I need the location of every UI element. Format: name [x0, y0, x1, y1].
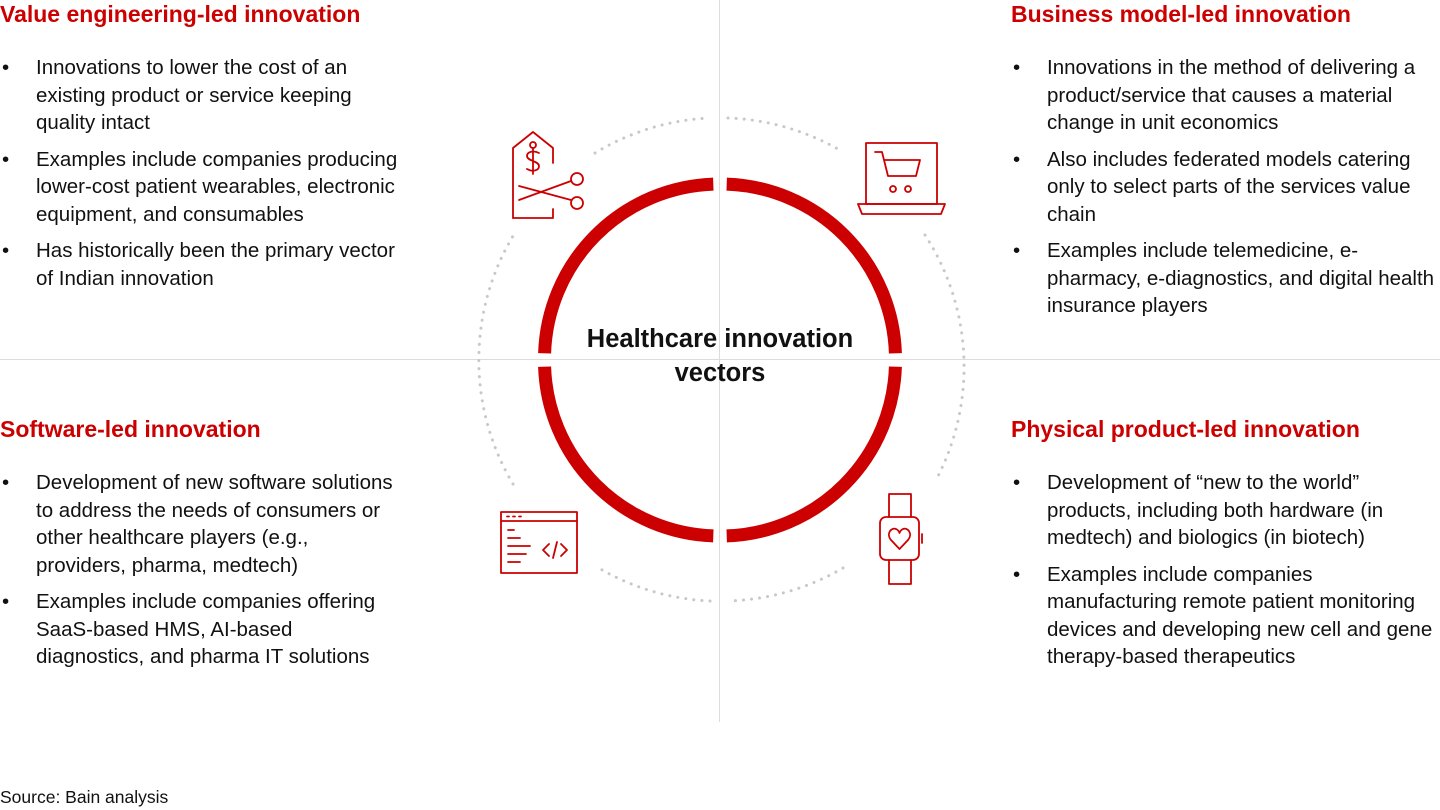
dotted-arc-top-left [593, 116, 712, 155]
bullet-list: Innovations to lower the cost of an exis… [0, 54, 405, 292]
bullet-item: Examples include telemedicine, e-pharmac… [1011, 237, 1440, 320]
ring-segment-bottom-right [726, 366, 902, 543]
laptop-shopping-cart-icon [857, 142, 946, 215]
quadrant-title: Business model-led innovation [1011, 1, 1351, 27]
source-note: Source: Bain analysis [0, 787, 169, 807]
bullet-item: Examples include companies offering SaaS… [0, 588, 400, 671]
quadrant-title: Physical product-led innovation [1011, 416, 1360, 442]
dotted-arc-bottom-right [726, 566, 845, 603]
quadrant-business-model: Business model-led innovation Innovation… [1011, 0, 1440, 329]
bullet-list: Development of new software solutions to… [0, 469, 400, 671]
bullet-item: Has historically been the primary vector… [0, 237, 405, 292]
bullet-list: Development of “new to the world” produc… [1011, 469, 1440, 671]
bullet-item: Also includes federated models catering … [1011, 146, 1440, 229]
horizontal-divider [0, 359, 1440, 360]
bullet-item: Innovations in the method of delivering … [1011, 54, 1440, 137]
quadrant-value-engineering: Value engineering-led innovation Innovat… [0, 0, 405, 301]
bullet-item: Innovations to lower the cost of an exis… [0, 54, 405, 137]
bullet-item: Development of new software solutions to… [0, 469, 400, 579]
quadrant-software: Software-led innovation Development of n… [0, 415, 400, 680]
bullet-list: Innovations in the method of delivering … [1011, 54, 1440, 320]
bullet-item: Examples include companies manufacturing… [1011, 561, 1440, 671]
red-ring [538, 177, 902, 543]
quadrant-title: Software-led innovation [0, 416, 261, 442]
price-tag-scissors-icon [512, 131, 584, 219]
quadrant-title: Value engineering-led innovation [0, 1, 361, 27]
ring-segment-bottom-left [538, 366, 714, 543]
vertical-divider [719, 0, 720, 722]
dotted-outer-ring [477, 116, 966, 603]
bullet-item: Development of “new to the world” produc… [1011, 469, 1440, 552]
dotted-arc-left [477, 234, 515, 486]
ring-segment-top-right [726, 177, 902, 354]
quadrant-physical-product: Physical product-led innovation Developm… [1011, 415, 1440, 680]
code-window-icon [500, 511, 578, 574]
center-label: Healthcare innovation vectors [586, 325, 854, 387]
dotted-arc-right [923, 233, 966, 482]
dotted-arc-top-right [726, 116, 845, 154]
smartwatch-heart-icon [879, 493, 923, 585]
dotted-arc-bottom-left [595, 565, 712, 603]
ring-segment-top-left [538, 177, 714, 354]
bullet-item: Examples include companies producing low… [0, 146, 405, 229]
